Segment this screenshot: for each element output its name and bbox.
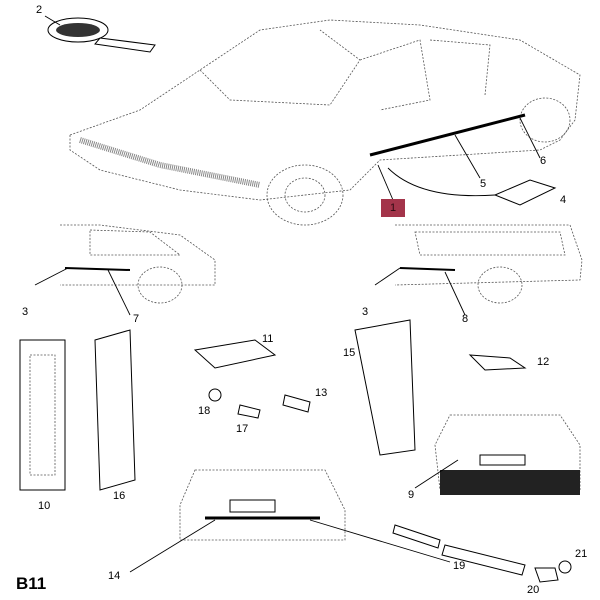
screw-part [237, 404, 261, 419]
callout-label: 14 [108, 570, 121, 582]
callout-label: 6 [540, 155, 547, 167]
callout-label: 17 [236, 423, 249, 435]
callout-label: 5 [480, 178, 487, 190]
tape-roll [47, 17, 156, 53]
clip-part [193, 339, 277, 369]
molding-part [441, 544, 526, 576]
callout-label: 3 [362, 306, 369, 318]
callout-label: 10 [38, 500, 51, 512]
callout-label: 9 [408, 489, 415, 501]
callout-label: 3 [22, 306, 29, 318]
callout-label: 20 [527, 584, 540, 596]
wagon-side-view [394, 224, 583, 304]
callout-label: 19 [453, 560, 466, 572]
sedan-side-view [60, 224, 216, 304]
callout-label: 15 [343, 347, 356, 359]
car-outline [69, 19, 581, 226]
callout-label: 13 [315, 387, 328, 399]
callout-label: 11 [262, 333, 274, 345]
rear-view-14 [179, 469, 346, 541]
end-cap-part [558, 560, 572, 574]
leader-lines [34, 15, 541, 573]
rear-view-9 [434, 414, 581, 495]
callout-label: 2 [36, 4, 43, 16]
screw-part [468, 354, 527, 371]
end-cap-part [534, 567, 559, 583]
molding-part [392, 524, 441, 549]
bracket-part [94, 329, 136, 491]
callout-label: 4 [560, 194, 567, 206]
callout-label: 21 [575, 548, 588, 560]
screw-part [282, 394, 311, 413]
bracket-part [19, 339, 66, 491]
washer-part [208, 388, 222, 402]
diagram-code: B11 [16, 574, 47, 593]
clip-part [493, 179, 557, 206]
callout-label: 8 [462, 313, 469, 325]
callout-label: 7 [133, 313, 140, 325]
callout-label: 18 [198, 405, 211, 417]
bracket-part [354, 319, 416, 456]
highlighted-callout[interactable]: 1 [381, 199, 405, 217]
callout-label: 12 [537, 356, 550, 368]
callout-label: 16 [113, 490, 126, 502]
